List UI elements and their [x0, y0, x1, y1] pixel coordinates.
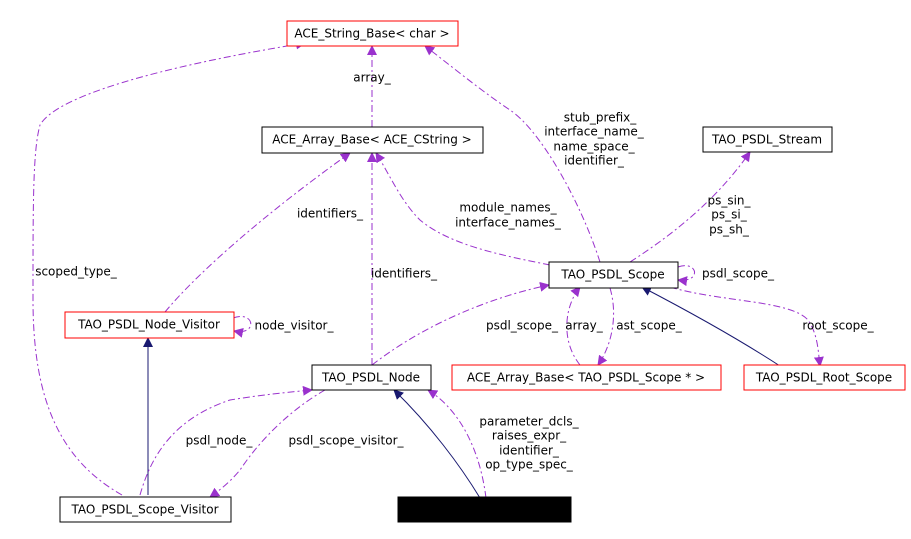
label-identifier-a: identifier_ — [564, 154, 625, 168]
node-ace-array-base-cstring[interactable]: ACE_Array_Base< ACE_CString > — [261, 126, 484, 154]
label-name-space: name_space_ — [553, 140, 635, 154]
label-array: array_ — [353, 71, 391, 85]
node-ace-string-base[interactable]: ACE_String_Base< char > — [286, 20, 459, 47]
edge-ps-stream — [629, 151, 751, 263]
node-tao-psdl-root-scope[interactable]: TAO_PSDL_Root_Scope — [743, 364, 906, 391]
label-identifiers-mid: identifiers_ — [371, 267, 438, 281]
label-interface-names: interface_names_ — [455, 216, 562, 230]
node-ace-array-base-scope-ptr[interactable]: ACE_Array_Base< TAO_PSDL_Scope * > — [451, 364, 722, 391]
svg-text:ACE_String_Base< char >: ACE_String_Base< char > — [294, 27, 449, 41]
edge-parameter-dcls — [427, 389, 487, 499]
label-array-scope: array_ — [565, 319, 603, 333]
label-op-type-spec: op_type_spec_ — [485, 458, 574, 472]
edge-node-visitor-self — [232, 316, 252, 338]
label-psdl-scope-visitor: psdl_scope_visitor_ — [288, 434, 404, 448]
label-identifiers-left: identifiers_ — [297, 207, 364, 221]
label-psdl-scope-node: psdl_scope_ — [486, 319, 559, 333]
label-ps-si: ps_si_ — [711, 208, 747, 222]
label-ps-sin: ps_sin_ — [707, 194, 751, 208]
node-tao-psdl-node-visitor[interactable]: TAO_PSDL_Node_Visitor — [64, 311, 235, 339]
svg-text:TAO_PSDL_Root_Scope: TAO_PSDL_Root_Scope — [755, 371, 892, 385]
svg-text:TAO_PSDL_Node: TAO_PSDL_Node — [321, 371, 420, 385]
label-psdl-node: psdl_node_ — [186, 434, 254, 448]
node-tao-psdl-local-op-dcl[interactable]: TAO_PSDL_Local_Op_Dcl — [397, 496, 572, 523]
node-tao-psdl-scope[interactable]: TAO_PSDL_Scope — [548, 261, 679, 289]
node-tao-psdl-stream[interactable]: TAO_PSDL_Stream — [702, 126, 833, 153]
edge-stub-prefix — [424, 45, 601, 263]
label-psdl-scope-self: psdl_scope_ — [702, 267, 775, 281]
node-tao-psdl-node[interactable]: TAO_PSDL_Node — [311, 364, 432, 391]
edge-identifiers-left — [164, 152, 351, 313]
svg-text:TAO_PSDL_Stream: TAO_PSDL_Stream — [711, 133, 822, 147]
label-identifier-b: identifier_ — [499, 444, 560, 458]
label-interface-name: interface_name_ — [544, 125, 645, 139]
svg-text:ACE_Array_Base< TAO_PSDL_Scope: ACE_Array_Base< TAO_PSDL_Scope * > — [467, 371, 705, 385]
edge-ast-scope — [597, 287, 615, 366]
label-parameter-dcls: parameter_dcls_ — [479, 415, 579, 429]
label-node-visitor-self: node_visitor_ — [255, 319, 335, 333]
edge-root-scope — [669, 286, 824, 367]
label-ps-sh: ps_sh_ — [709, 223, 750, 237]
edge-psdl-scope-self — [677, 265, 695, 287]
svg-text:ACE_Array_Base< ACE_CString >: ACE_Array_Base< ACE_CString > — [272, 133, 471, 147]
label-scoped-type: scoped_type_ — [35, 265, 118, 279]
label-raises-expr: raises_expr_ — [492, 429, 567, 443]
label-module-names: module_names_ — [459, 201, 557, 215]
svg-text:TAO_PSDL_Scope: TAO_PSDL_Scope — [560, 268, 664, 282]
edge-array-scope — [566, 286, 581, 366]
edge-psdl-scope-visitor — [209, 389, 326, 498]
svg-text:TAO_PSDL_Local_Op_Dcl: TAO_PSDL_Local_Op_Dcl — [410, 503, 557, 517]
edge-inherit-root — [641, 286, 781, 367]
edge-inherit-local-op — [393, 389, 481, 499]
edge-psdl-node — [139, 385, 313, 496]
label-root-scope: root_scope_ — [802, 319, 874, 333]
node-tao-psdl-scope-visitor[interactable]: TAO_PSDL_Scope_Visitor — [59, 496, 232, 523]
label-stub-prefix: stub_prefix_ — [564, 111, 638, 125]
svg-text:TAO_PSDL_Scope_Visitor: TAO_PSDL_Scope_Visitor — [70, 503, 218, 517]
svg-text:TAO_PSDL_Node_Visitor: TAO_PSDL_Node_Visitor — [77, 318, 220, 332]
label-ast-scope: ast_scope_ — [616, 319, 683, 333]
edge-psdl-scope-node — [371, 281, 550, 366]
edge-module-names — [375, 152, 551, 266]
edge-scoped-type — [32, 39, 306, 496]
